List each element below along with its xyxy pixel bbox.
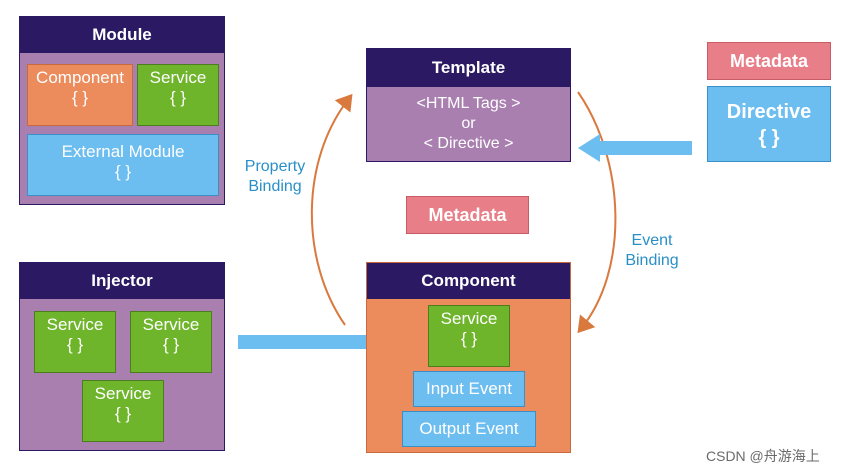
module-service: Service { } (137, 64, 219, 126)
module-component: Component { } (27, 64, 133, 126)
module-external-label: External Module (61, 142, 185, 161)
watermark: CSDN @舟游海上 (706, 448, 820, 464)
module-service-braces: { } (169, 88, 187, 107)
template-title: Template (367, 49, 570, 87)
property-binding-label: Property Binding (233, 157, 317, 197)
component-service-label: Service (440, 309, 498, 328)
injector-service-1-braces: { } (66, 335, 84, 354)
input-event: Input Event (413, 371, 525, 407)
component-service: Service { } (428, 305, 510, 367)
module-external-braces: { } (114, 162, 132, 181)
component-box: Component Service { } Input Event Output… (366, 262, 571, 453)
property-binding-line-1: Property (244, 158, 306, 175)
template-line-3: < Directive > (423, 135, 514, 152)
template-line-1: <HTML Tags > (416, 95, 521, 112)
template-body: <HTML Tags > or < Directive > (367, 94, 570, 154)
property-binding-arrow (310, 93, 353, 326)
event-binding-line-1: Event (631, 232, 673, 249)
module-service-label: Service (149, 68, 207, 87)
injector-title: Injector (20, 263, 224, 299)
injector-service-1-label: Service (46, 315, 104, 334)
event-binding-arrow (577, 91, 617, 334)
injector-service-2-braces: { } (162, 335, 180, 354)
component-title: Component (367, 263, 570, 299)
directive-label: Directive (726, 101, 812, 123)
template-line-2: or (461, 115, 476, 132)
injector-service-2-label: Service (142, 315, 200, 334)
injector-box: Injector Service { } Service { } Service… (19, 262, 225, 451)
injector-service-3-label: Service (94, 384, 152, 403)
injector-service-3: Service { } (82, 380, 164, 442)
output-event: Output Event (402, 411, 536, 447)
event-binding-line-2: Binding (625, 252, 679, 269)
injector-service-3-braces: { } (114, 404, 132, 423)
module-component-braces: { } (71, 88, 89, 107)
injector-service-1: Service { } (34, 311, 116, 373)
template-box: Template <HTML Tags > or < Directive > (366, 48, 571, 162)
component-service-braces: { } (460, 329, 478, 348)
module-box: Module Component { } Service { } Externa… (19, 16, 225, 205)
module-external: External Module { } (27, 134, 219, 196)
directive-to-template-arrow (578, 134, 692, 162)
injector-service-2: Service { } (130, 311, 212, 373)
module-component-label: Component (36, 68, 124, 87)
directive-box: Directive { } (707, 86, 831, 162)
directive-braces: { } (758, 127, 780, 149)
module-title: Module (20, 17, 224, 53)
metadata-center: Metadata (406, 196, 529, 234)
event-binding-label: Event Binding (612, 231, 692, 271)
metadata-right: Metadata (707, 42, 831, 80)
property-binding-line-2: Binding (248, 178, 302, 195)
